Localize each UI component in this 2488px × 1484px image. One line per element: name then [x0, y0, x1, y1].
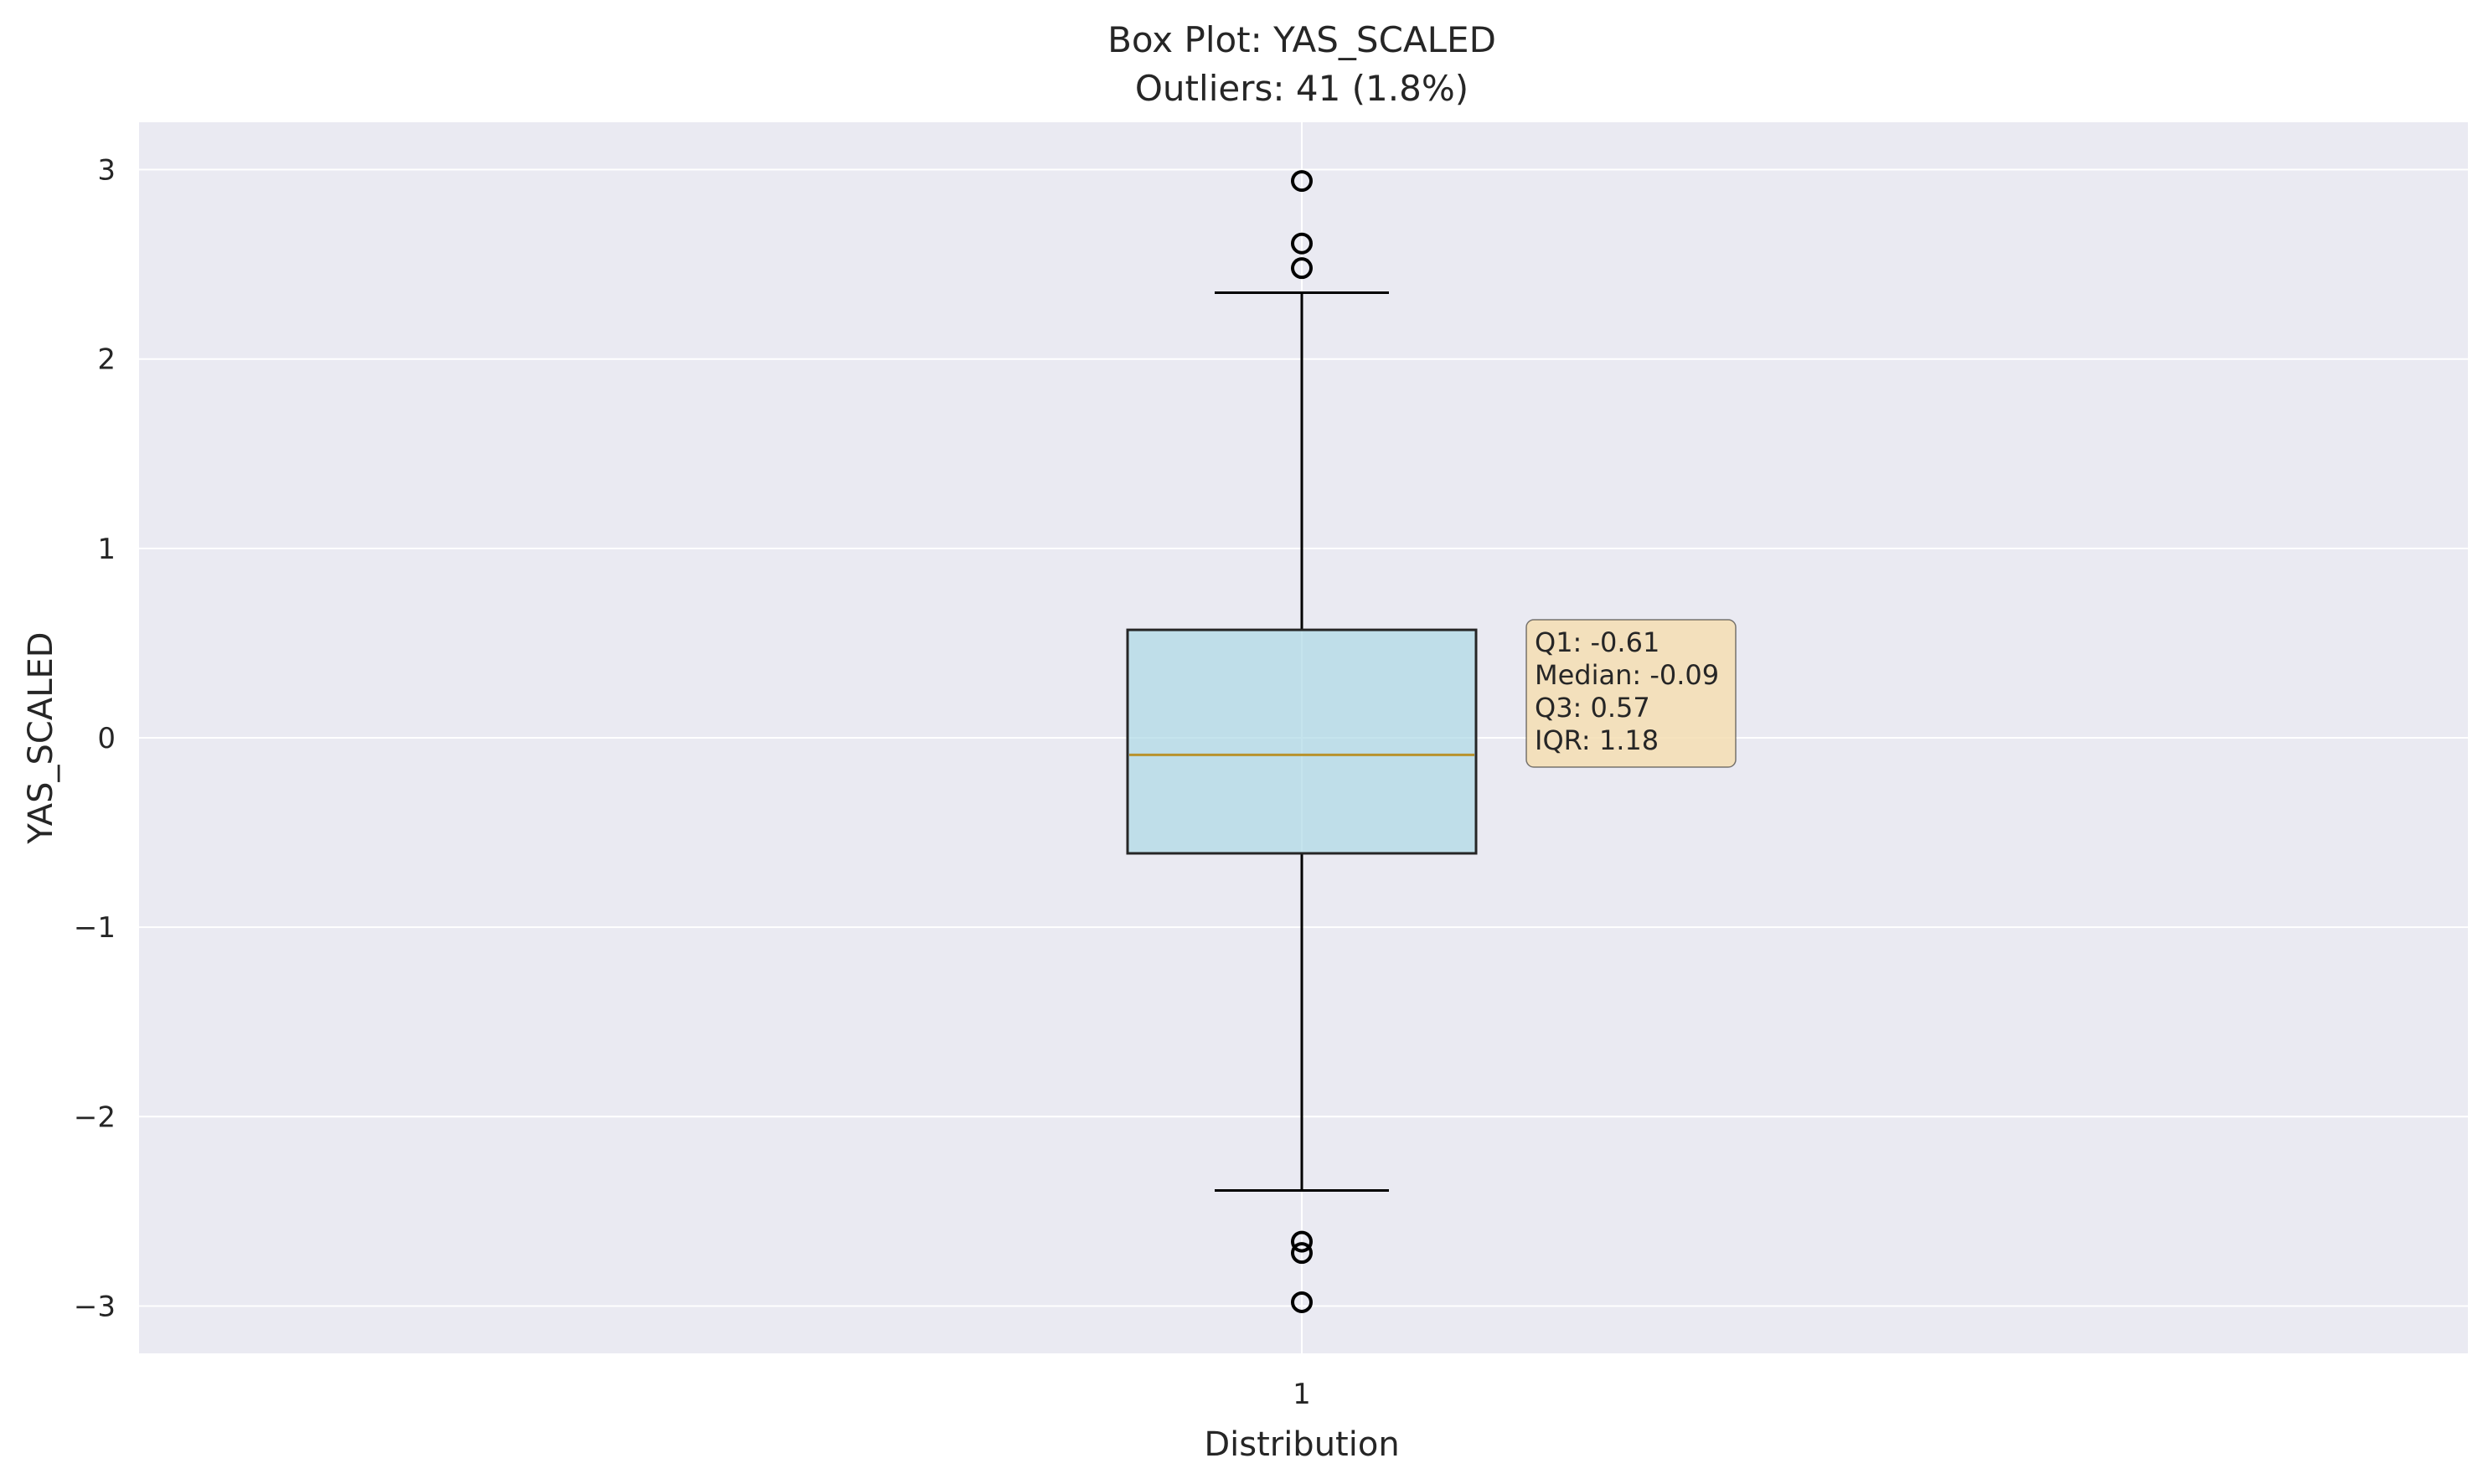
y-tick-label: 1 [97, 533, 116, 566]
outlier-point [1291, 1242, 1313, 1265]
stats-box [1525, 619, 1737, 768]
outlier-point [1291, 257, 1313, 280]
iqr-box [1126, 628, 1478, 855]
outlier-point [1291, 232, 1313, 255]
y-tick-labels: 3 2 1 0 −1 −2 −3 [74, 154, 116, 1324]
box-group [1126, 170, 1478, 1313]
stats-line: Q1: -0.61 [1535, 626, 1660, 658]
y-tick-label: −1 [74, 911, 116, 945]
chart-subtitle: Outliers: 41 (1.8%) [1135, 68, 1469, 109]
outlier-point [1291, 1230, 1313, 1253]
x-axis-label: Distribution [1204, 1425, 1399, 1464]
y-tick-label: −3 [74, 1290, 116, 1323]
x-tick-label: 1 [1293, 1378, 1311, 1411]
y-axis-label: YAS_SCALED [22, 631, 60, 844]
outlier-point [1291, 1291, 1313, 1313]
y-tick-label: 0 [97, 722, 116, 755]
stats-line: IQR: 1.18 [1535, 724, 1659, 756]
y-tick-label: 3 [97, 154, 116, 188]
outlier-point [1291, 170, 1313, 193]
y-tick-label: −2 [74, 1100, 116, 1134]
stats-line: Median: -0.09 [1535, 659, 1719, 691]
chart-title: Box Plot: YAS_SCALED [1107, 19, 1496, 60]
y-tick-label: 2 [97, 343, 116, 377]
stats-line: Q3: 0.57 [1535, 692, 1650, 724]
